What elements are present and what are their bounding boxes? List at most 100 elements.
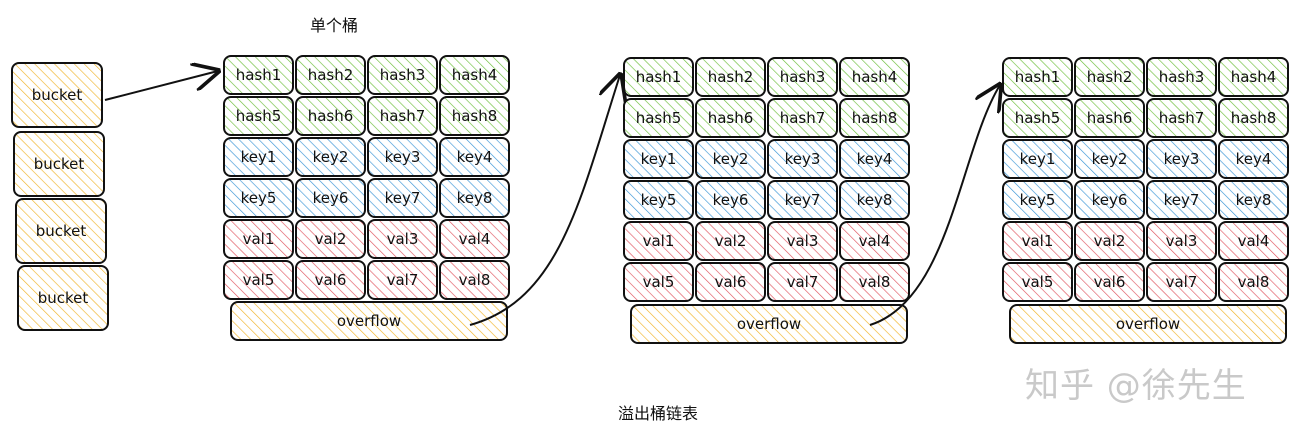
key-cell: key3 [1146,139,1217,179]
key-cell: key6 [1074,180,1145,220]
hash-cell: hash2 [295,55,366,95]
val-cell-shape [695,262,766,302]
val-cell-shape [623,262,694,302]
key-cell-label: key2 [1092,150,1128,168]
key-cell: key4 [1218,139,1289,179]
key-cell: key7 [767,180,838,220]
hash-cell: hash2 [695,57,766,97]
val-cell-shape [695,221,766,261]
hash-cell: hash6 [695,98,766,138]
key-cell: key3 [367,137,438,177]
hash-cell-label: hash3 [780,68,826,86]
key-cell-label: key1 [641,150,677,168]
key-cell-shape [1074,180,1145,220]
hash-cell-label: hash6 [1087,109,1133,127]
key-cell-shape [839,139,910,179]
key-cell: key5 [223,178,294,218]
hash-cell: hash1 [623,57,694,97]
val-cell-label: val1 [1022,232,1054,250]
val-cell-shape [839,262,910,302]
val-cell: val2 [695,221,766,261]
watermark: 知乎 @徐先生 [1025,366,1247,406]
hash-cell-label: hash3 [380,66,426,84]
key-cell-label: key1 [1020,150,1056,168]
val-cell: val4 [839,221,910,261]
hash-cell-shape [1002,57,1073,97]
key-cell: key2 [295,137,366,177]
overflow-field: overflow [230,301,508,341]
key-cell: key1 [223,137,294,177]
single-bucket-title: 单个桶 [310,16,359,35]
bucket-array-item-label: bucket [36,222,87,240]
hash-cell-shape [223,96,294,136]
hash-cell-label: hash5 [1015,109,1061,127]
val-cell-shape [623,221,694,261]
val-cell-label: val8 [459,271,491,289]
key-cell: key5 [1002,180,1073,220]
key-cell-shape [1002,180,1073,220]
hash-cell-label: hash2 [1087,68,1133,86]
val-cell-shape [1002,221,1073,261]
val-cell: val5 [223,260,294,300]
key-cell: key4 [839,139,910,179]
bucket-array-item-label: bucket [32,86,83,104]
hash-cell: hash7 [367,96,438,136]
bucket-array-item-shape [13,131,105,197]
hash-cell-label: hash7 [380,107,426,125]
val-cell-label: val7 [1166,273,1198,291]
key-cell-shape [1218,139,1289,179]
val-cell: val8 [439,260,510,300]
hash-cell-label: hash1 [636,68,682,86]
hash-cell: hash4 [839,57,910,97]
hash-cell-shape [839,98,910,138]
overflow-field: overflow [1009,304,1287,344]
overflow-field-label: overflow [337,312,401,330]
key-cell-label: key6 [1092,191,1128,209]
hash-cell-label: hash4 [452,66,498,84]
hash-cell-shape [1146,57,1217,97]
hash-cell-shape [1074,98,1145,138]
hash-cell-label: hash4 [1231,68,1277,86]
val-cell-shape [767,221,838,261]
val-cell-label: val1 [643,232,675,250]
val-cell: val1 [1002,221,1073,261]
val-cell: val1 [623,221,694,261]
key-cell: key2 [1074,139,1145,179]
hash-cell-shape [295,55,366,95]
key-cell: key1 [623,139,694,179]
key-cell-label: key4 [1236,150,1272,168]
key-cell: key5 [623,180,694,220]
key-cell-label: key4 [857,150,893,168]
overflow-field-shape [1009,304,1287,344]
overflow-field-label: overflow [1116,315,1180,333]
val-cell-shape [223,219,294,259]
hash-cell-label: hash6 [308,107,354,125]
bucket-array-item: bucket [17,265,109,331]
bucket-array-item-label: bucket [38,289,89,307]
hash-cell: hash8 [439,96,510,136]
val-cell: val4 [439,219,510,259]
hash-cell-shape [1074,57,1145,97]
key-cell: key6 [295,178,366,218]
key-cell-label: key4 [457,148,493,166]
val-cell: val6 [1074,262,1145,302]
hash-cell-shape [695,57,766,97]
val-cell-label: val3 [387,230,419,248]
key-cell-label: key5 [241,189,277,207]
key-cell-shape [623,180,694,220]
val-cell-label: val5 [1022,273,1054,291]
key-cell: key1 [1002,139,1073,179]
key-cell-label: key6 [713,191,749,209]
val-cell-label: val2 [1094,232,1126,250]
hash-cell-label: hash6 [708,109,754,127]
hash-cell: hash3 [367,55,438,95]
hash-cell-label: hash7 [1159,109,1205,127]
val-cell-shape [295,219,366,259]
val-cell-label: val7 [387,271,419,289]
hash-cell-shape [439,96,510,136]
key-cell-shape [367,137,438,177]
val-cell-label: val6 [315,271,347,289]
key-cell-label: key3 [785,150,821,168]
bucket-array-item: bucket [11,62,103,128]
key-cell-shape [839,180,910,220]
